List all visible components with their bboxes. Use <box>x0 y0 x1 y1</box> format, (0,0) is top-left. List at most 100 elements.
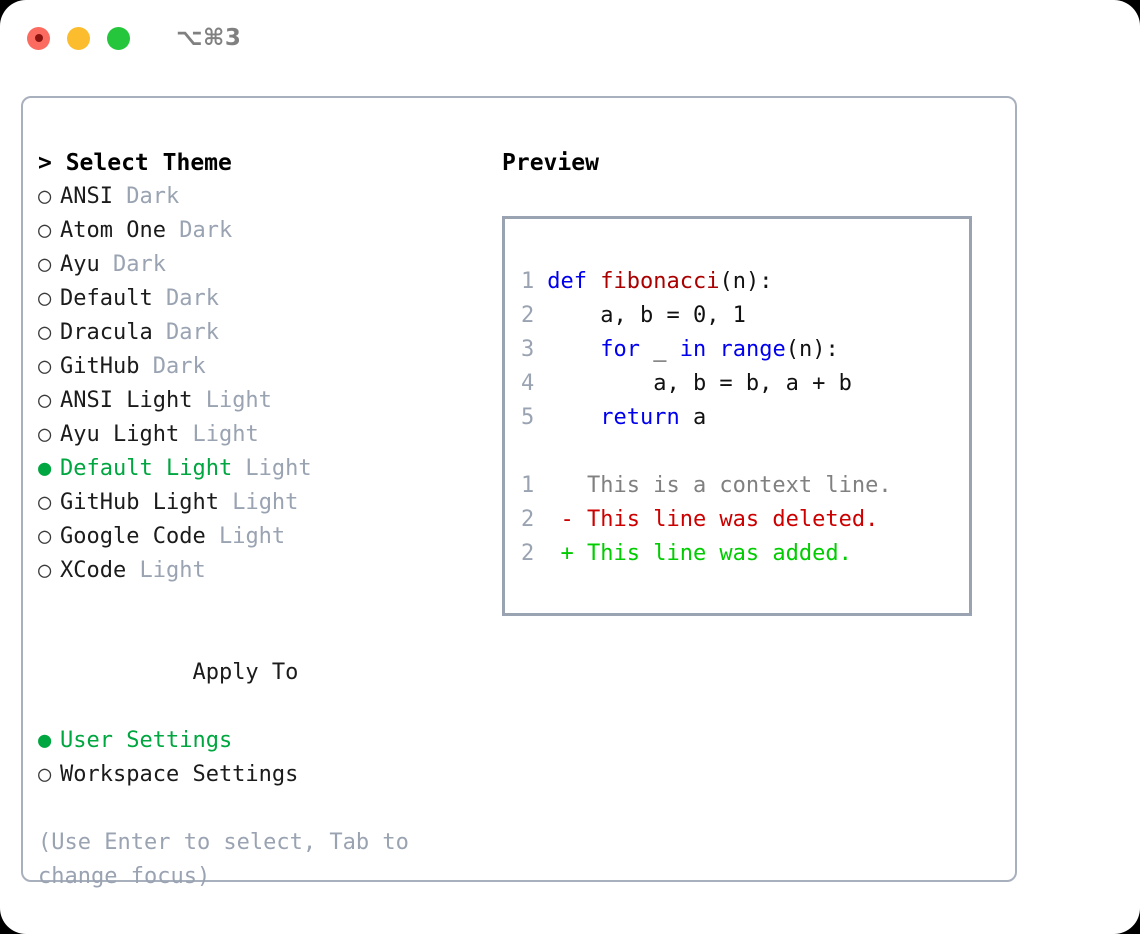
apply-to-indent <box>170 656 192 690</box>
window-controls <box>27 26 130 50</box>
select-theme-header: > Select Theme <box>38 150 232 176</box>
theme-option[interactable]: ○ Ayu Dark <box>38 248 488 282</box>
radio-selected-icon[interactable]: ● <box>38 728 52 753</box>
radio-unselected-icon[interactable]: ○ <box>38 388 52 413</box>
keyboard-hint: (Use Enter to select, Tab to change focu… <box>38 830 409 889</box>
theme-option-variant: Dark <box>152 286 219 311</box>
theme-option[interactable]: ○Google Code Light <box>38 520 488 554</box>
radio-unselected-icon[interactable]: ○ <box>38 558 52 583</box>
diff-line-number: 1 <box>521 473 535 498</box>
apply-to-option-label: Workspace Settings <box>60 762 299 787</box>
code-token: _ <box>639 337 680 362</box>
diff-sample: 1 This is a context line.2 - This line w… <box>521 469 963 571</box>
radio-unselected-icon[interactable]: ○ <box>38 252 52 277</box>
theme-option-variant: Light <box>126 558 206 583</box>
code-line-number: 2 <box>521 303 535 328</box>
theme-option-variant: Light <box>218 490 299 515</box>
apply-to-header: Apply To <box>38 622 488 724</box>
theme-option[interactable]: ● Default Light Light <box>38 452 488 486</box>
apply-to-option[interactable]: ○ Workspace Settings <box>38 758 488 792</box>
theme-option[interactable]: ○ ANSI Light Light <box>38 384 488 418</box>
theme-option-label: Default Light <box>60 456 233 481</box>
maximize-button[interactable] <box>107 26 130 50</box>
preview-title: Preview <box>502 150 599 176</box>
diff-gap <box>521 435 963 469</box>
diff-line-number: 2 <box>521 507 535 532</box>
apply-to-option[interactable]: ●User Settings <box>38 724 488 758</box>
theme-option-label: Google Code <box>60 524 206 549</box>
radio-selected-icon[interactable]: ● <box>38 456 52 481</box>
code-gutter-space <box>534 303 547 328</box>
code-gutter-space <box>534 405 547 430</box>
theme-option-variant: Dark <box>99 252 166 277</box>
code-token <box>547 405 600 430</box>
radio-unselected-icon[interactable]: ○ <box>38 354 52 379</box>
minimize-button[interactable] <box>67 26 90 50</box>
radio-unselected-icon[interactable]: ○ <box>38 218 52 243</box>
theme-option[interactable]: ○ XCode Light <box>38 554 488 588</box>
close-button[interactable] <box>27 26 50 50</box>
title-bar: ⌥⌘3 <box>0 0 1140 76</box>
radio-unselected-icon[interactable]: ○ <box>38 524 52 549</box>
theme-option-variant: Light <box>232 456 312 481</box>
code-token: return <box>600 405 680 430</box>
theme-option-variant: Dark <box>152 320 219 345</box>
keyboard-shortcut-label: ⌥⌘3 <box>176 25 242 51</box>
diff-line: 2 + This line was added. <box>521 537 963 571</box>
code-token: a, b = 0, 1 <box>547 303 746 328</box>
apply-to-header-label: Apply To <box>192 660 299 685</box>
radio-unselected-icon[interactable]: ○ <box>38 184 52 209</box>
theme-option[interactable]: ○Atom One Dark <box>38 214 488 248</box>
radio-unselected-icon[interactable]: ○ <box>38 320 52 345</box>
radio-unselected-icon[interactable]: ○ <box>38 286 52 311</box>
code-token: for <box>600 337 640 362</box>
theme-option-label: ANSI Light <box>60 388 193 413</box>
code-line: 5 return a <box>521 401 963 435</box>
diff-line: 1 This is a context line. <box>521 469 963 503</box>
code-token: fibonacci <box>600 269 720 294</box>
code-line: 1 def fibonacci(n): <box>521 265 963 299</box>
diff-text: This line was deleted. <box>586 507 879 532</box>
theme-option[interactable]: ○Default Dark <box>38 282 488 316</box>
theme-option-variant: Dark <box>139 354 206 379</box>
theme-option[interactable]: ○ Ayu Light Light <box>38 418 488 452</box>
diff-line: 2 - This line was deleted. <box>521 503 963 537</box>
theme-option[interactable]: ○GitHub Light Light <box>38 486 488 520</box>
code-line-number: 1 <box>521 269 535 294</box>
theme-option-variant: Light <box>179 422 259 447</box>
theme-option-label: GitHub <box>60 354 140 379</box>
code-token: a <box>679 405 707 430</box>
theme-option[interactable]: ○ GitHub Dark <box>38 350 488 384</box>
code-token: a, b = b, a + b <box>547 371 852 396</box>
radio-unselected-icon[interactable]: ○ <box>38 422 52 447</box>
preview-column: Preview 1 def fibonacci(n):2 a, b = 0, 1… <box>502 146 992 616</box>
theme-option[interactable]: ○ ANSI Dark <box>38 180 488 214</box>
code-line: 2 a, b = 0, 1 <box>521 299 963 333</box>
code-token: (n): <box>719 269 773 294</box>
diff-marker: - <box>534 507 587 532</box>
theme-option-variant: Dark <box>165 218 233 243</box>
theme-option-label: Ayu <box>60 252 100 277</box>
theme-list[interactable]: ○ANSI Dark○Atom One Dark○Ayu Dark○Defaul… <box>38 180 488 588</box>
code-token: in <box>679 337 707 362</box>
radio-unselected-icon[interactable]: ○ <box>38 762 52 787</box>
radio-unselected-icon[interactable]: ○ <box>38 490 52 515</box>
theme-option-label: Dracula <box>60 320 153 345</box>
section-spacer <box>38 588 488 622</box>
theme-option-variant: Light <box>192 388 272 413</box>
code-token <box>547 337 600 362</box>
theme-option-label: Ayu Light <box>60 422 180 447</box>
apply-to-list[interactable]: ●User Settings ○ Workspace Settings <box>38 724 488 792</box>
diff-text: This line was added. <box>586 541 852 566</box>
theme-option-label: XCode <box>60 558 127 583</box>
theme-selection-column: > Select Theme ○ANSI Dark○Atom One Dark○… <box>38 146 488 894</box>
code-gutter-space <box>534 371 547 396</box>
theme-option-label: ANSI <box>60 184 113 209</box>
theme-option[interactable]: ○ Dracula Dark <box>38 316 488 350</box>
diff-marker: + <box>534 541 587 566</box>
theme-option-variant: Dark <box>112 184 180 209</box>
code-token: (n): <box>785 337 839 362</box>
